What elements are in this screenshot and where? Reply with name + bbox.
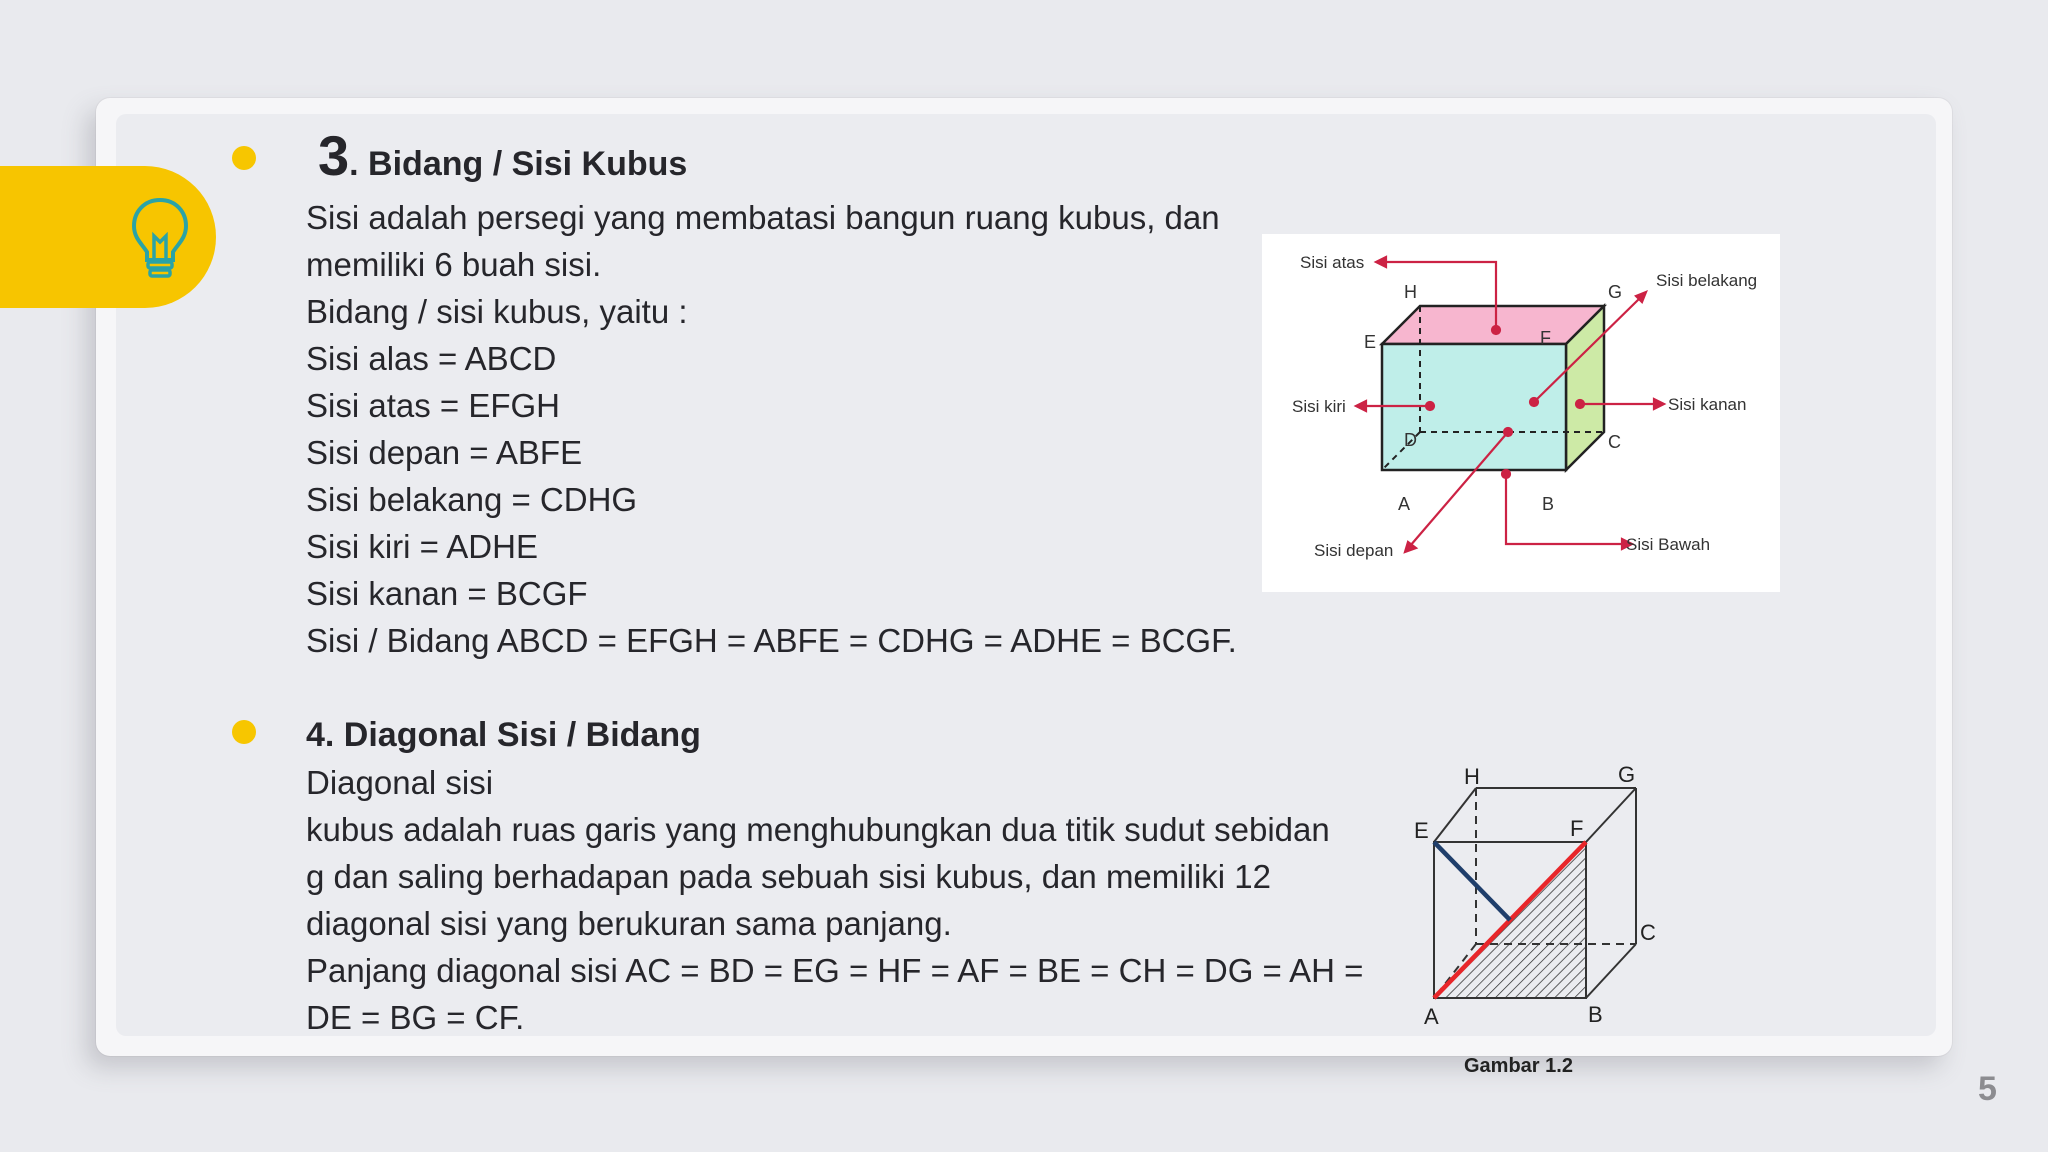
section-3-line: memiliki 6 buah sisi. xyxy=(306,246,602,283)
section-3-heading: 3. Bidang / Sisi Kubus xyxy=(318,122,687,198)
vertex-e: E xyxy=(1414,818,1429,843)
section-3-line: Sisi alas = ABCD xyxy=(306,340,557,377)
section-3-line: Sisi depan = ABFE xyxy=(306,434,583,471)
bullet-section-4 xyxy=(232,720,256,744)
vertex-c: C xyxy=(1640,920,1656,945)
label-sisi-bawah: Sisi Bawah xyxy=(1626,535,1710,554)
face-diagonal-figure: H G E F C A B Gambar 1.2 xyxy=(1414,762,1656,1077)
vertex-h: H xyxy=(1464,764,1480,789)
section-3-line: Sisi belakang = CDHG xyxy=(306,481,638,518)
figure-caption: Gambar 1.2 xyxy=(1464,1055,1573,1077)
section-4-line: g dan saling berhadapan pada sebuah sisi… xyxy=(306,858,1271,895)
label-sisi-kiri: Sisi kiri xyxy=(1292,397,1346,416)
vertex-a: A xyxy=(1424,1004,1439,1029)
label-sisi-atas: Sisi atas xyxy=(1300,253,1364,272)
section-3-line: Bidang / sisi kubus, yaitu : xyxy=(306,293,688,330)
page-number: 5 xyxy=(1978,1070,1997,1108)
vertex-b: B xyxy=(1542,494,1554,514)
vertex-h: H xyxy=(1404,282,1417,302)
section-4-line: Diagonal sisi xyxy=(306,764,494,801)
section-4-heading: 4. Diagonal Sisi / Bidang xyxy=(306,716,701,754)
vertex-d: D xyxy=(1404,430,1417,450)
vertex-f: F xyxy=(1540,328,1551,348)
cube-sides-figure: Sisi atas Sisi belakang Sisi kiri Sisi k… xyxy=(1262,234,1780,592)
front-face xyxy=(1433,841,1587,999)
vertex-a: A xyxy=(1398,494,1410,514)
vertex-g: G xyxy=(1608,282,1622,302)
section-3-title: . Bidang / Sisi Kubus xyxy=(349,145,688,183)
section-4-line: kubus adalah ruas garis yang menghubungk… xyxy=(306,811,1330,848)
section-3-line: Sisi / Bidang ABCD = EFGH = ABFE = CDHG … xyxy=(306,622,1237,659)
label-sisi-depan: Sisi depan xyxy=(1314,541,1393,560)
label-sisi-kanan: Sisi kanan xyxy=(1668,395,1746,414)
yellow-tab xyxy=(0,166,216,308)
label-sisi-belakang: Sisi belakang xyxy=(1656,271,1757,290)
vertex-e: E xyxy=(1364,332,1376,352)
section-4-line: diagonal sisi yang berukuran sama panjan… xyxy=(306,905,952,942)
section-4-line: DE = BG = CF. xyxy=(306,999,525,1036)
section-3-number: 3 xyxy=(318,124,350,187)
section-3-line: Sisi adalah persegi yang membatasi bangu… xyxy=(306,199,1220,236)
lightbulb-icon xyxy=(131,197,189,278)
bullet-section-3 xyxy=(232,146,256,170)
section-3-line: Sisi kanan = BCGF xyxy=(306,575,588,612)
section-4-line: Panjang diagonal sisi AC = BD = EG = HF … xyxy=(306,952,1364,989)
vertex-c: C xyxy=(1608,432,1621,452)
diagonal-be xyxy=(1432,840,1512,922)
section-3-line: Sisi atas = EFGH xyxy=(306,387,560,424)
vertex-b: B xyxy=(1588,1002,1603,1027)
vertex-f: F xyxy=(1570,816,1583,841)
section-3-line: Sisi kiri = ADHE xyxy=(306,528,538,565)
vertex-g: G xyxy=(1618,762,1635,787)
